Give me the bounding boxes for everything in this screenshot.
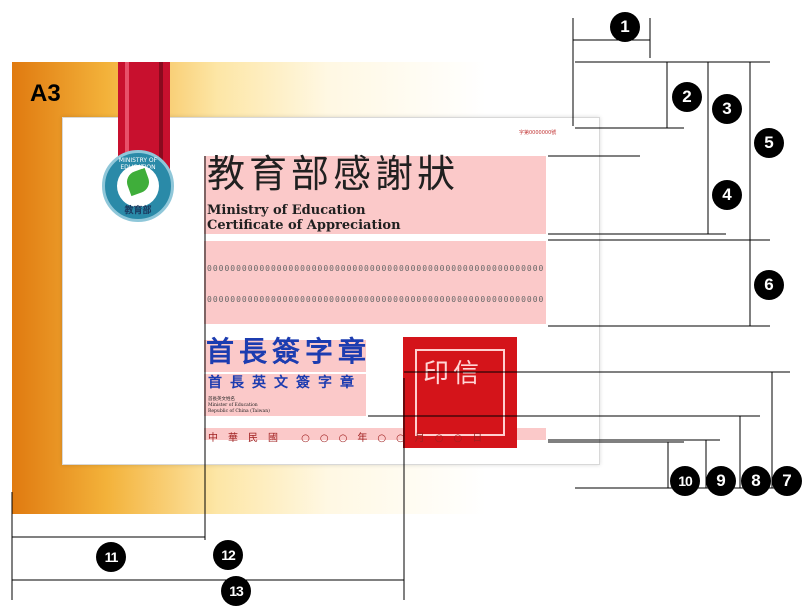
certificate-title-zh: 教育部感謝狀 — [207, 152, 460, 196]
callout-13: 13 — [221, 576, 251, 606]
callout-5: 5 — [754, 128, 784, 158]
date-line: 中華民國 ○○○年○○月○○日 — [208, 433, 493, 444]
title-highlight-region — [204, 156, 546, 234]
body-highlight-region — [204, 241, 546, 324]
emblem-ring-text: MINISTRY OF EDUCATION — [118, 157, 158, 171]
stamp-border — [415, 349, 505, 436]
callout-9: 9 — [706, 466, 736, 496]
ministry-emblem-icon: MINISTRY OF EDUCATION 教育部 — [102, 150, 174, 222]
english-signature-highlight-region — [204, 374, 366, 416]
callout-12: 12 — [213, 540, 243, 570]
body-text-line-2: 0000000000000000000000000000000000000000… — [207, 295, 545, 304]
official-red-stamp: 印信 — [403, 337, 517, 448]
head-signature-en: 首長英文簽字章 — [208, 375, 362, 391]
certificate-title-en-1: Ministry of Education — [207, 203, 366, 218]
stamp-glyphs: 印信 — [423, 359, 484, 389]
signer-name-small: 首長英文姓名 — [208, 397, 235, 402]
body-text-line-1: 0000000000000000000000000000000000000000… — [207, 264, 545, 273]
certificate-title-en-2: Certificate of Appreciation — [207, 218, 401, 233]
callout-2: 2 — [672, 82, 702, 112]
callout-8: 8 — [741, 466, 771, 496]
head-signature-zh: 首長簽字章 — [206, 335, 372, 368]
callout-4: 4 — [712, 180, 742, 210]
callout-6: 6 — [754, 270, 784, 300]
callout-7: 7 — [772, 466, 802, 496]
signer-title-small: Minister of Education — [208, 403, 258, 408]
callout-10: 10 — [670, 466, 700, 496]
signature-highlight-region — [204, 340, 366, 372]
signer-country-small: Republic of China (Taiwan) — [208, 409, 270, 414]
emblem-label: 教育部 — [124, 206, 152, 216]
callout-3: 3 — [712, 94, 742, 124]
callout-11: 11 — [96, 542, 126, 572]
callout-1: 1 — [610, 12, 640, 42]
serial-number: 字第0000000號 — [519, 130, 557, 136]
paper-size-label: A3 — [30, 80, 61, 107]
